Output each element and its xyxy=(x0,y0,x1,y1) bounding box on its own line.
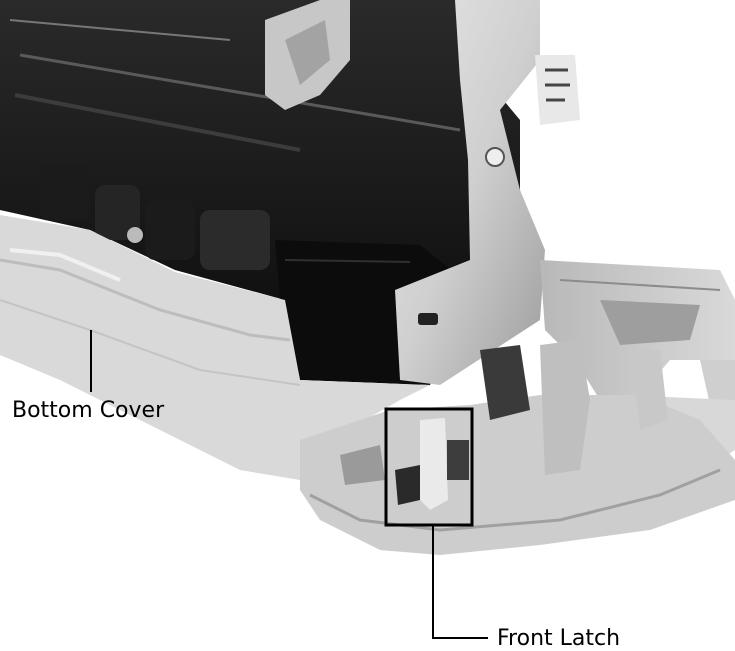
paper-rollers xyxy=(40,165,270,270)
bottom-cover-label: Bottom Cover xyxy=(12,398,165,423)
bottom-cover-panel xyxy=(0,215,430,480)
front-latch-callout-line xyxy=(432,525,488,639)
side-brackets xyxy=(265,0,580,385)
front-latch-highlight-box xyxy=(384,407,474,527)
front-latch-label: Front Latch xyxy=(497,626,621,651)
front-base xyxy=(300,340,735,555)
